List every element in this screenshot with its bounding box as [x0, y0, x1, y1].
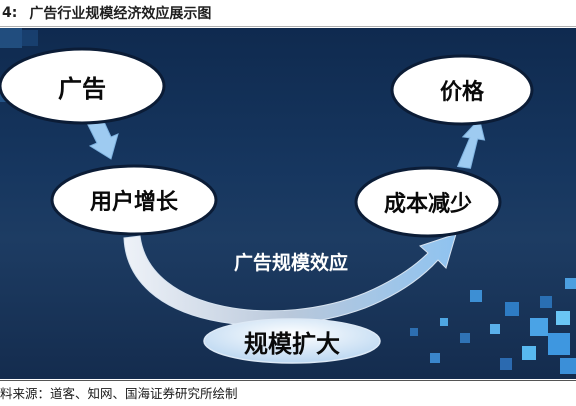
node-user-growth: 用户增长 — [52, 166, 216, 234]
arrow-cost-to-price — [456, 118, 486, 169]
source-note: 料来源：道客、知网、国海证券研究所绘制 — [0, 386, 238, 401]
node-user-growth-shape — [50, 164, 218, 236]
figure-title-bar: 4: 广告行业规模经济效应展示图 — [0, 0, 576, 26]
node-cost-reduction: 成本减少 — [356, 168, 500, 236]
node-price: 价格 — [392, 56, 532, 124]
scale-effect-curve-arrow — [123, 233, 457, 326]
node-cost-reduction-shape — [354, 166, 502, 238]
diagram-panel: 广告 用户增长 成本减少 价格 规模扩大 广告规模效应 — [0, 28, 576, 379]
node-ad: 广告 — [0, 49, 164, 123]
source-divider — [0, 380, 576, 381]
node-price-label: 价格 — [439, 80, 484, 105]
title-divider — [0, 26, 576, 27]
figure-number: 4: — [2, 5, 18, 21]
edge-label-scale-effect: 广告规模效应 — [234, 252, 349, 274]
node-user-growth-label: 用户增长 — [89, 190, 178, 215]
node-scale-expansion-label: 规模扩大 — [244, 329, 340, 358]
node-ad-label: 广告 — [58, 74, 106, 103]
node-price-shape — [390, 54, 534, 126]
node-ad-shape — [0, 47, 166, 125]
node-cost-reduction-label: 成本减少 — [383, 192, 472, 217]
node-scale-expansion: 规模扩大 — [204, 319, 380, 363]
figure-title: 广告行业规模经济效应展示图 — [29, 6, 212, 22]
diagram-graphics — [0, 28, 576, 374]
node-scale-expansion-shape — [203, 318, 381, 364]
